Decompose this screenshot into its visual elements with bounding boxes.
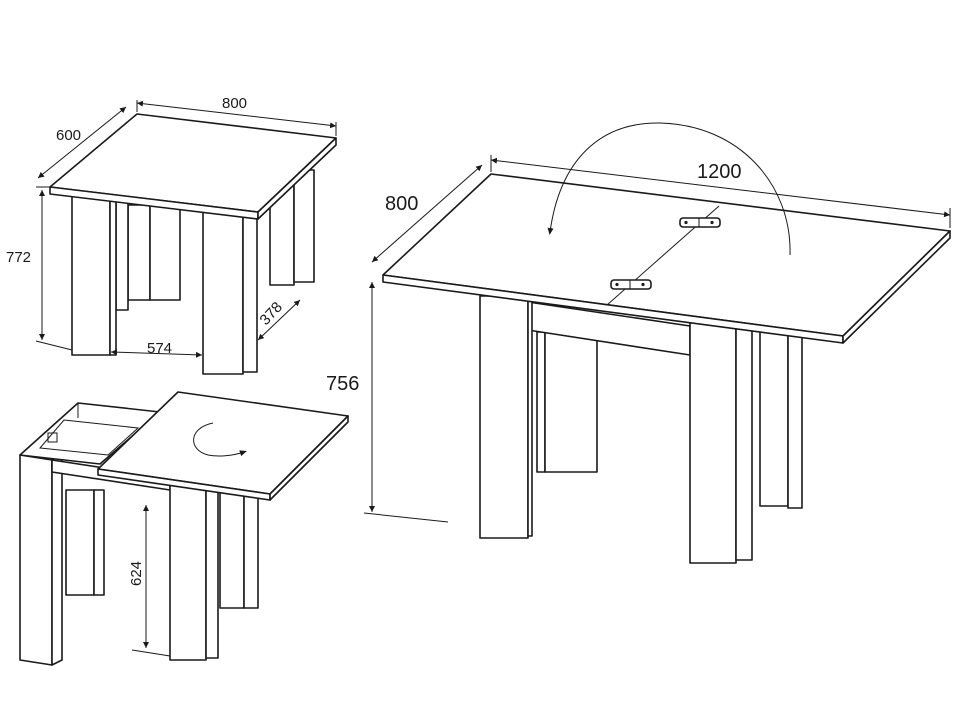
large-table [382, 173, 951, 564]
hinge-icon [610, 217, 721, 290]
large-table-dimensions: 1200 800 756 [326, 155, 951, 523]
big-length-label: 1200 [697, 161, 742, 183]
small-table [49, 113, 337, 375]
sliding-table [19, 391, 349, 666]
big-depth-label: 800 [385, 193, 418, 215]
sliding-table-dimensions: 624 [128, 505, 171, 657]
big-height-label: 756 [326, 373, 359, 395]
small-side-depth-label: 378 [256, 299, 286, 329]
small-depth-label: 600 [56, 127, 81, 144]
small-height-label: 772 [6, 249, 31, 266]
small-inner-span-label: 574 [147, 340, 172, 357]
rotate-arrow-icon [193, 422, 247, 457]
partial-height-label: 624 [128, 561, 145, 586]
small-width-label: 800 [222, 95, 247, 112]
